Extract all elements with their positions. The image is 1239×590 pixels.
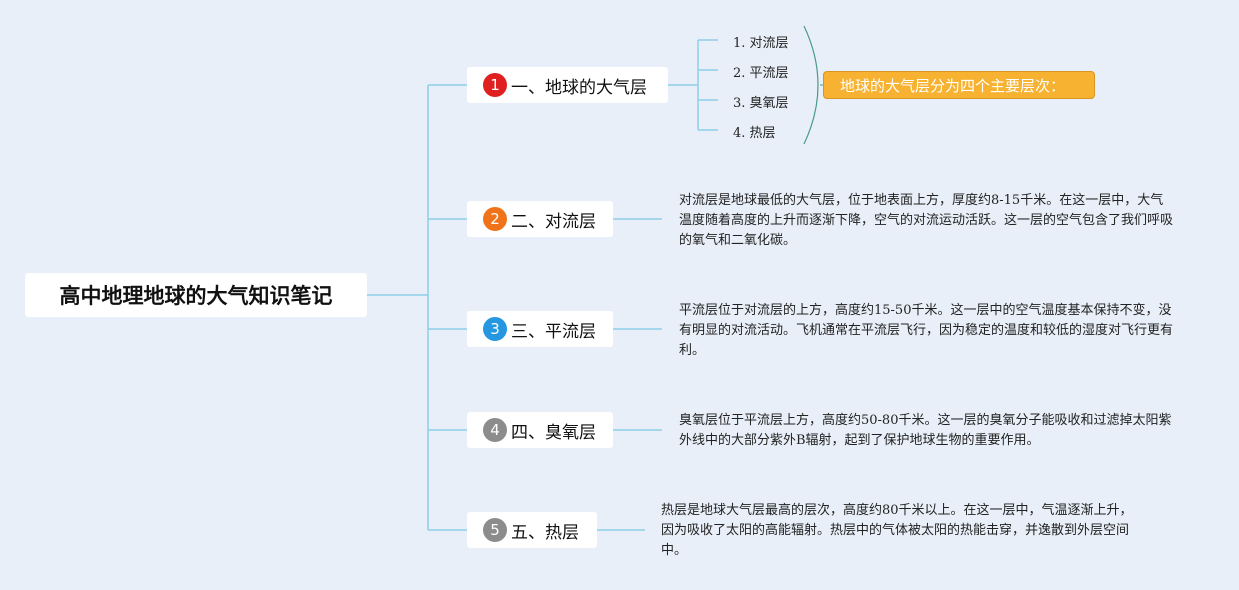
branch-label: 五、热层	[511, 522, 579, 543]
description-ozone-layer[interactable]: 臭氧层位于平流层上方，高度约50-80千米。这一层的臭氧分子能吸收和过滤掉太阳紫…	[679, 413, 1172, 448]
summary-callout[interactable]: 地球的大气层分为四个主要层次：	[823, 71, 1095, 99]
branch-ozone-layer[interactable]: 4 四、臭氧层	[467, 412, 613, 448]
description-stratosphere[interactable]: 平流层位于对流层的上方，高度约15-50千米。这一层中的空气温度基本保持不变，没…	[679, 303, 1174, 358]
leaf-layer-3[interactable]: 3. 臭氧层	[733, 96, 789, 111]
branch-troposphere[interactable]: 2 二、对流层	[467, 201, 613, 237]
number-badge-5: 5	[483, 518, 507, 542]
branch-label: 二、对流层	[511, 211, 596, 232]
root-title: 高中地理地球的大气知识笔记	[59, 284, 333, 308]
branch-label: 四、臭氧层	[511, 422, 596, 443]
branch-stratosphere[interactable]: 3 三、平流层	[467, 311, 613, 347]
branch-label: 一、地球的大气层	[511, 77, 647, 98]
leaf-layer-4[interactable]: 4. 热层	[733, 126, 776, 141]
number-badge-2: 2	[483, 207, 507, 231]
branch-thermosphere[interactable]: 5 五、热层	[467, 512, 597, 548]
description-thermosphere[interactable]: 热层是地球大气层最高的层次，高度约80千米以上。在这一层中，气温逐渐上升，因为吸…	[661, 503, 1133, 558]
number-badge-1: 1	[483, 73, 507, 97]
leaf-layer-2[interactable]: 2. 平流层	[733, 66, 789, 81]
number-badge-3: 3	[483, 317, 507, 341]
branch-atmosphere[interactable]: 1 一、地球的大气层	[467, 67, 668, 103]
description-troposphere[interactable]: 对流层是地球最低的大气层，位于地表面上方，厚度约8-15千米。在这一层中，大气温…	[679, 193, 1174, 248]
number-badge-4: 4	[483, 418, 507, 442]
summary-text: 地球的大气层分为四个主要层次：	[840, 76, 1066, 95]
branch-label: 三、平流层	[511, 321, 596, 342]
summary-brace	[803, 25, 819, 145]
root-topic[interactable]: 高中地理地球的大气知识笔记	[25, 273, 367, 317]
leaf-layer-1[interactable]: 1. 对流层	[733, 36, 789, 51]
